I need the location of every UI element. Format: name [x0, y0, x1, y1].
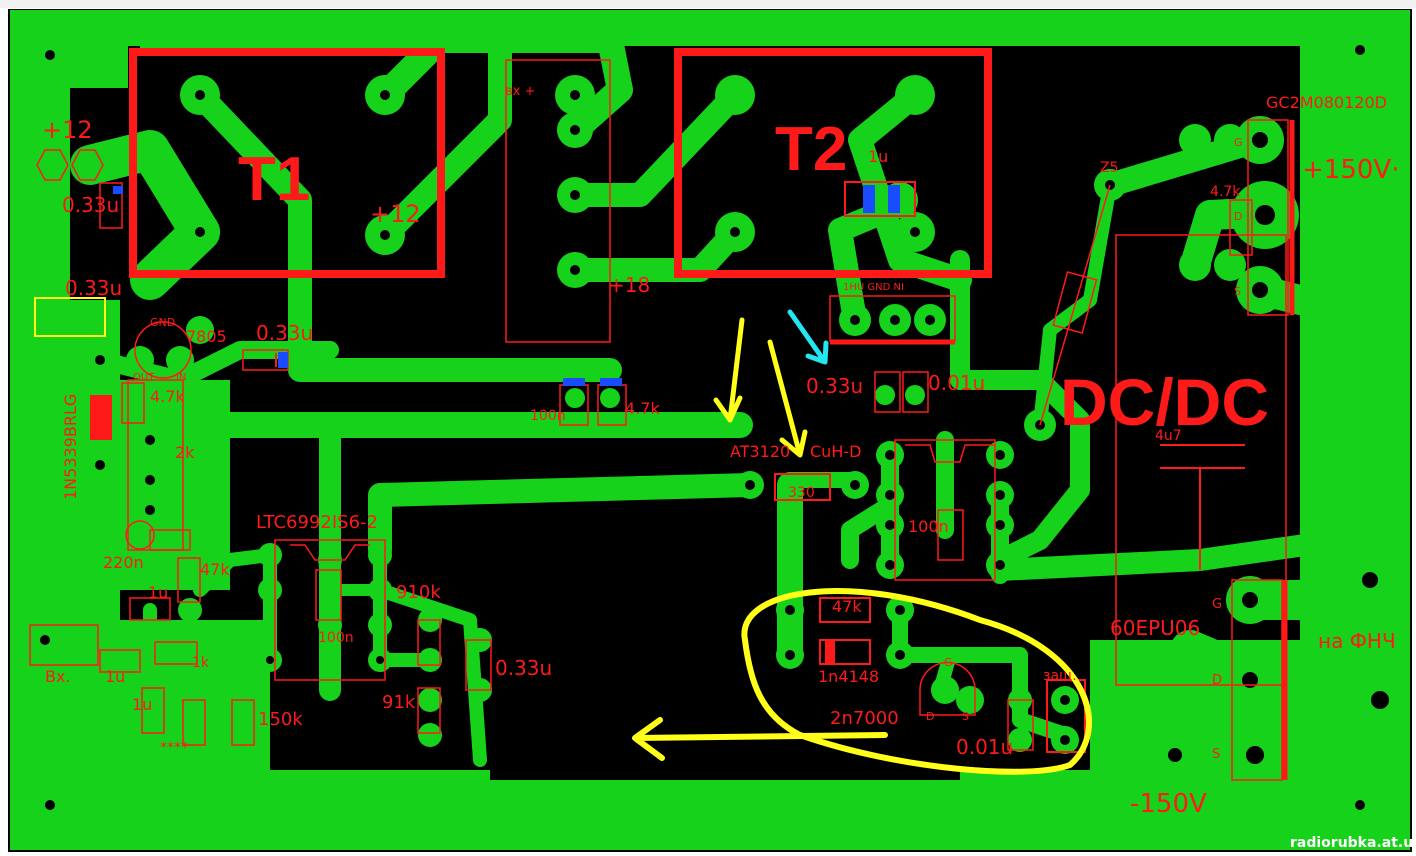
label-sic-fet: GC2M080120D [1266, 93, 1387, 112]
label-d3: D [1212, 673, 1222, 688]
label-out: OUT [133, 372, 155, 383]
label-r47k-d: 4.7k [1210, 184, 1241, 200]
label-c220n: 220n [103, 553, 144, 572]
label-plus18: +18 [608, 273, 650, 297]
label-r47k-b: 47k [200, 560, 230, 579]
label-s: S [962, 710, 969, 723]
highlight-ellipse [741, 588, 1092, 775]
label-c1u-b: 1u [105, 667, 125, 686]
label-2n7000: 2n7000 [830, 708, 899, 729]
label-t1: T1 [238, 145, 310, 214]
drill-holes [40, 45, 1389, 810]
label-cuh: CuH-D [810, 442, 861, 461]
label-c4u7: 4u7 [1155, 428, 1182, 444]
label-c100n-a: 100n [318, 630, 354, 646]
label-g3: G [1212, 597, 1222, 612]
label-r910k: 910k [396, 582, 441, 603]
label-z5: Z5 [1100, 160, 1119, 176]
label-r91k: 91k [382, 692, 416, 713]
label-dcdc: DC/DC [1060, 365, 1269, 439]
label-d: D [926, 710, 934, 723]
label-vx: Bx. [45, 667, 71, 686]
label-gnd: GND [150, 316, 175, 329]
label-r2k: 2k [175, 443, 195, 462]
ruler [0, 0, 1416, 8]
yellow-arrow-1 [713, 317, 745, 423]
label-c1u-t2: 1u [868, 147, 888, 166]
label-c100n-c: 100n [908, 517, 949, 536]
label-r150k: 150k [258, 709, 303, 730]
label-c001-b: 0.01u [956, 735, 1013, 759]
label-d2: D [1234, 210, 1242, 223]
label-60epu06: 60EPU06 [1110, 616, 1200, 640]
label-r1k: 1k [192, 655, 210, 671]
yellow-arrow-2 [767, 339, 808, 458]
label-c033-d: 0.33u [806, 374, 863, 398]
label-zash: защ. [1043, 668, 1077, 684]
label-r47k-c: 4.7k [625, 399, 660, 418]
label-reg7805: 7805 [186, 327, 227, 346]
label-c033-c: 0.33u [495, 656, 552, 680]
silkscreen-labels: T1 T2 +12 +12 0.33u 0.33u 0.33u 0.33u 0.… [42, 84, 1399, 819]
label-g2: G [1234, 136, 1243, 149]
cyan-arrow [787, 309, 829, 365]
label-r47k-a: 4.7k [150, 387, 185, 406]
yellow-arrow-left [632, 717, 888, 761]
annotations [632, 309, 1092, 775]
label-minus150: -150V [1130, 789, 1207, 819]
label-vx-plus: вх + [505, 84, 535, 99]
label-c001-a: 0.01u [928, 371, 985, 395]
label-r47k-e: 47k [832, 597, 862, 616]
transformer-t1-outline [129, 48, 445, 278]
label-c100n-b: 100n [530, 408, 566, 424]
label-stars: **** [160, 740, 188, 756]
component-bodies [90, 185, 900, 664]
label-c033-b: 0.33u [256, 321, 313, 345]
label-in-gnd-ni: 1HU GND NI [843, 282, 904, 293]
label-in: IN [176, 372, 186, 383]
label-c1u-a: 1u [148, 583, 168, 602]
silkscreen-outlines [29, 48, 1295, 781]
label-na-fnch: на ФНЧ [1318, 629, 1396, 653]
label-r330: 330 [788, 485, 815, 501]
label-plus150: +150V· [1302, 155, 1399, 185]
label-1n4148: 1n4148 [818, 667, 879, 686]
label-at3120: AT3120 [730, 442, 790, 461]
label-c033-a: 0.33u [65, 276, 122, 300]
transformer-t2-outline [674, 48, 992, 278]
label-zener: 1N5339BRLG [61, 394, 80, 500]
label-ltc: LTC6992IS6-2 [256, 512, 378, 533]
label-plus12-top: +12 [42, 116, 93, 144]
label-t2: T2 [775, 115, 847, 184]
label-c033-t1: 0.33u [62, 193, 119, 217]
label-s2: S [1234, 285, 1241, 298]
watermark: radiorubka.at.ua [1290, 835, 1416, 851]
label-t1-plus12: +12 [370, 200, 421, 228]
label-s3: S [1212, 747, 1220, 762]
label-c1u-c: 1u [132, 695, 152, 714]
label-g: G [944, 656, 953, 669]
